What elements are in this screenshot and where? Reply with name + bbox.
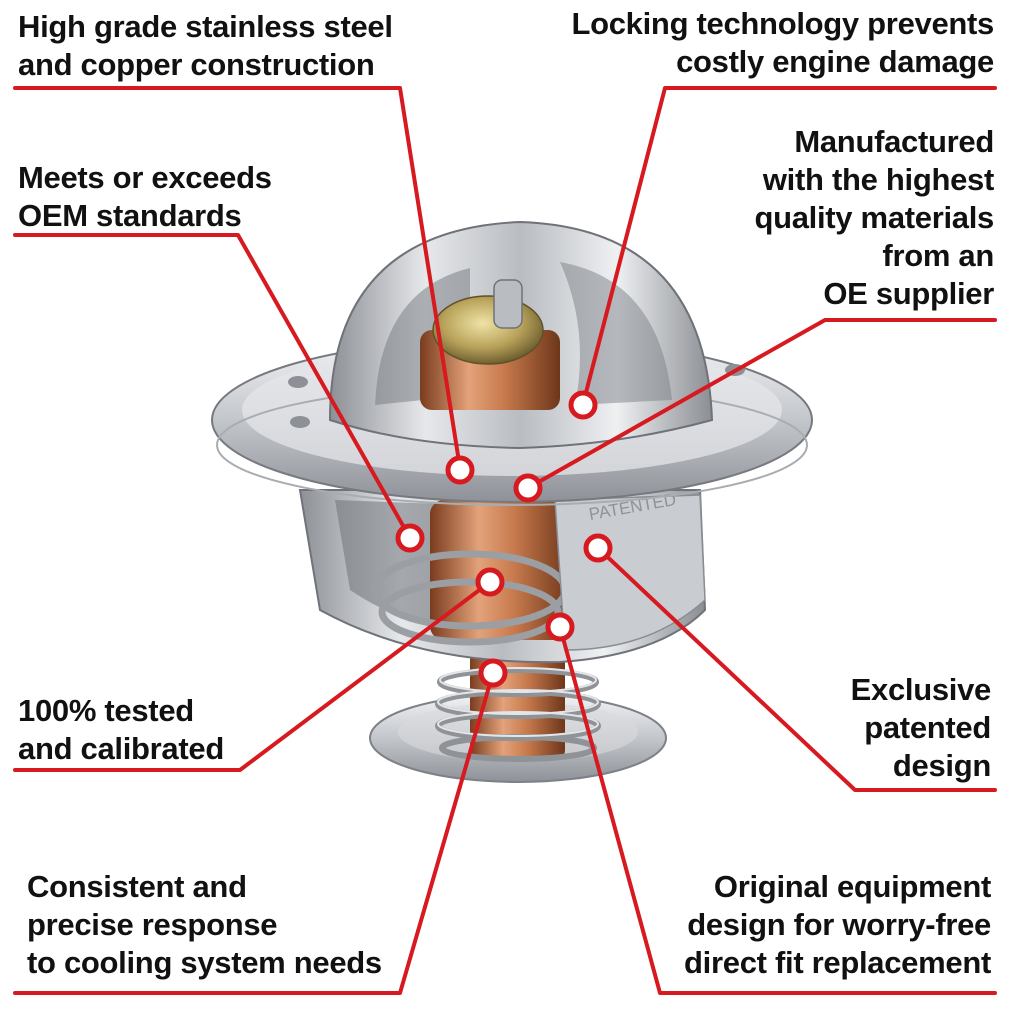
dot-consistent	[478, 658, 508, 688]
callout-locking: Locking technology prevents costly engin…	[571, 6, 994, 79]
dot-original	[545, 612, 575, 642]
callout-manufactured: Manufactured with the highest quality ma…	[754, 124, 994, 311]
callout-tested: 100% tested and calibrated	[18, 693, 224, 766]
dot-manufactured	[513, 473, 543, 503]
dot-tested	[475, 567, 505, 597]
callout-stainless: High grade stainless steel and copper co…	[18, 9, 393, 82]
brass-cap	[432, 295, 544, 365]
dot-exclusive	[583, 533, 613, 563]
copper-piston	[430, 500, 570, 640]
dot-stainless	[445, 455, 475, 485]
callout-original: Original equipment design for worry-free…	[684, 869, 991, 980]
leader-lines	[13, 86, 997, 995]
callout-dots	[395, 390, 613, 688]
callout-consistent: Consistent and precise response to cooli…	[27, 869, 382, 980]
dot-oem	[395, 523, 425, 553]
callout-oem: Meets or exceeds OEM standards	[18, 160, 272, 233]
callout-exclusive: Exclusive patented design	[850, 672, 992, 783]
dot-locking	[568, 390, 598, 420]
